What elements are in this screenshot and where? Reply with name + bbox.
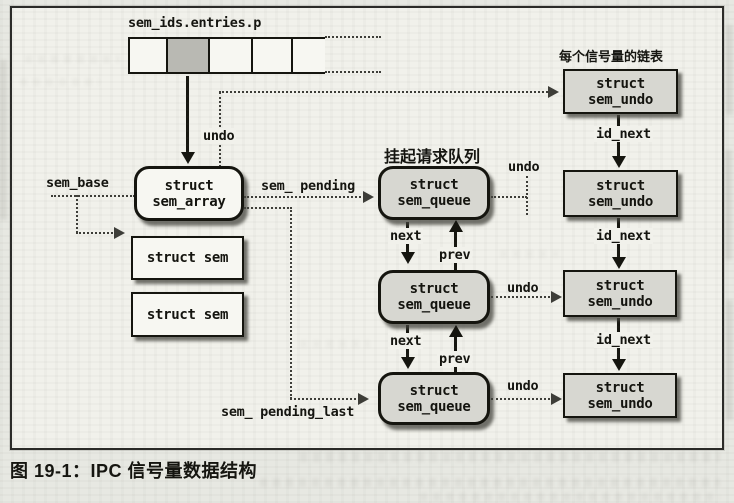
id-next-pointer-label: id_next [594, 126, 653, 142]
box-text: sem_queue [397, 398, 471, 415]
id-next-pointer-label: id_next [594, 332, 653, 348]
box-text: sem_queue [397, 193, 471, 209]
arrowhead-down-icon [612, 359, 626, 371]
scan-noise [0, 60, 8, 220]
sem-pending-last-line [290, 398, 360, 400]
box-text: sem_undo [587, 193, 654, 210]
arrowhead-right-icon [358, 393, 369, 405]
sem-undo-box: struct sem_undo [563, 170, 678, 217]
sem-box: struct sem [131, 292, 244, 337]
pending-queue-heading: 挂起请求队列 [384, 149, 481, 166]
arrowhead-down-icon [401, 357, 415, 369]
box-text: struct [595, 379, 645, 396]
sem-base-line [51, 195, 135, 197]
scan-noise [500, 250, 560, 258]
sem-pending-last-line [290, 207, 292, 399]
sem-queue-box: struct sem_queue [378, 270, 490, 324]
array-cell-divider [208, 37, 210, 74]
box-text: sem_undo [587, 395, 653, 412]
scan-noise [725, 150, 734, 260]
array-to-sem-array-line [186, 76, 189, 153]
arrowhead-down-icon [401, 252, 415, 264]
box-text: struct sem [146, 250, 229, 266]
scan-noise [20, 78, 100, 86]
arrowhead-right-icon [114, 227, 125, 239]
undo-pointer-label: undo [507, 378, 539, 394]
box-text: struct sem [146, 306, 229, 323]
array-pointer-label: sem_ids.entries.p [128, 15, 262, 31]
arrowhead-right-icon [363, 191, 374, 203]
undo-pointer-line [491, 398, 554, 400]
array-cell-divider [166, 37, 168, 74]
array-top-edge-continues-dotted [325, 36, 381, 38]
next-pointer-label: next [388, 228, 424, 244]
prev-pointer-label: prev [437, 247, 473, 263]
arrowhead-right-icon [551, 393, 562, 405]
arrowhead-down-icon [612, 156, 626, 168]
undo-pointer-line-end [526, 176, 528, 215]
undo-pointer-label: undo [507, 280, 539, 296]
sem-queue-box: struct sem_queue [378, 372, 490, 425]
arrowhead-down-icon [612, 257, 626, 269]
box-text: struct [595, 277, 645, 294]
id-next-pointer-label: id_next [594, 228, 653, 244]
undo-pointer-line-horizontal [219, 91, 548, 93]
undo-pointer-label: undo [508, 159, 540, 175]
sem-undo-box: struct sem_undo [563, 373, 677, 418]
scan-noise [300, 340, 370, 348]
undo-pointer-line [491, 296, 554, 298]
box-text: struct [596, 75, 645, 92]
sem-pending-label: sem_ pending [261, 178, 355, 194]
per-semaphore-list-heading: 每个信号量的链表 [559, 49, 664, 64]
figure-caption: 图 19-1：IPC 信号量数据结构 [10, 461, 258, 481]
sem-base-line [76, 232, 116, 234]
arrowhead-up-icon [449, 220, 463, 232]
sem-base-label: sem_base [46, 175, 109, 191]
array-bottom-edge-continues-dotted [325, 71, 381, 73]
scan-noise [25, 55, 120, 63]
array-cell-highlighted [168, 39, 208, 72]
box-text: sem_array [152, 193, 226, 210]
arrowhead-right-icon [548, 86, 559, 98]
sem-undo-box: struct sem_undo [563, 270, 677, 317]
scan-noise [420, 493, 720, 501]
box-text: struct [409, 382, 459, 399]
scan-noise [300, 452, 720, 462]
sem-queue-box: struct sem_queue [378, 166, 490, 220]
arrowhead-down-icon [181, 152, 195, 164]
undo-pointer-label: undo [201, 128, 237, 144]
sem-box: struct sem [131, 236, 244, 280]
sem-base-line [76, 195, 78, 233]
array-cell-divider [251, 37, 253, 74]
prev-pointer-label: prev [437, 351, 473, 367]
box-text: sem_undo [587, 293, 653, 310]
ipc-id-array [128, 37, 325, 74]
sem-undo-box: struct sem_undo [563, 69, 678, 114]
sem-pending-line [244, 196, 365, 198]
box-text: struct [409, 281, 459, 297]
box-text: struct [596, 177, 645, 194]
scan-noise [260, 478, 720, 487]
arrowhead-up-icon [449, 325, 463, 337]
sem-array-box: struct sem_array [134, 166, 244, 221]
sem-pending-last-line [244, 207, 292, 209]
undo-pointer-line [491, 196, 527, 198]
next-pointer-label: next [388, 333, 424, 349]
box-text: sem_undo [587, 91, 654, 108]
array-cell-divider [291, 37, 293, 74]
scan-noise [726, 25, 734, 115]
box-text: sem_queue [397, 297, 471, 313]
scan-noise [726, 300, 734, 420]
box-text: struct [409, 177, 459, 193]
sem-pending-last-label: sem_ pending_last [221, 404, 355, 420]
box-text: struct [164, 177, 214, 194]
arrowhead-right-icon [551, 291, 562, 303]
